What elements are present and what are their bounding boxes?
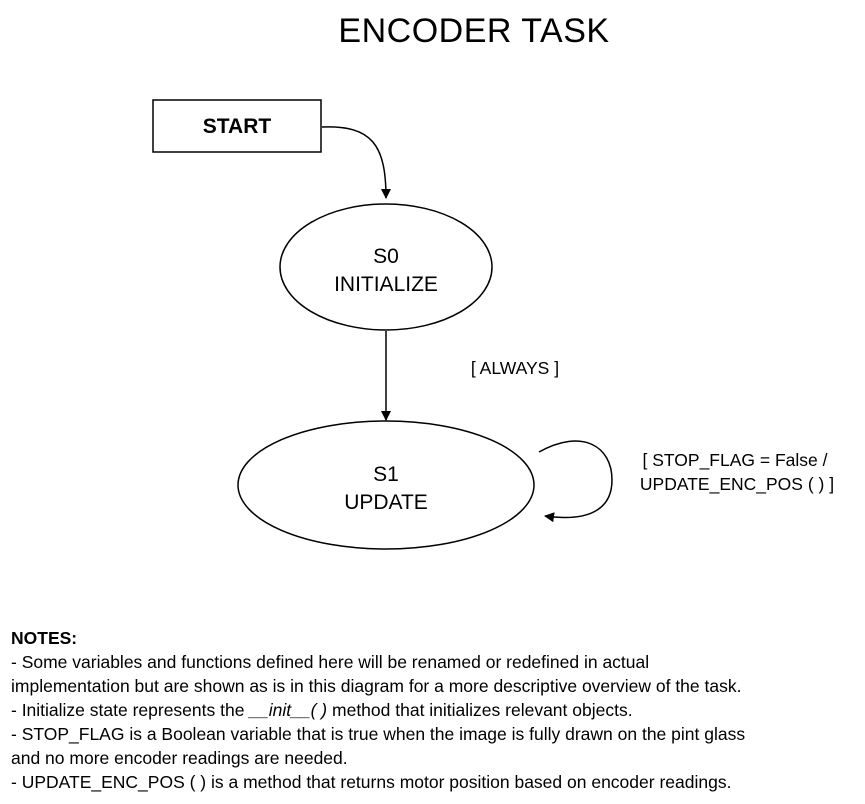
state-s1-name: UPDATE: [344, 491, 428, 514]
state-s0-name: INITIALIZE: [334, 273, 438, 296]
state-diagram: START S0 INITIALIZE [ ALWAYS ] S1 UPDATE…: [152, 99, 834, 550]
diagram-title: ENCODER TASK: [338, 12, 610, 50]
notes-section: NOTES: - Some variables and functions de…: [11, 626, 861, 794]
notes-heading: NOTES:: [11, 628, 78, 648]
self-loop-label-line1: [ STOP_FLAG = False /: [643, 450, 828, 471]
start-to-s0-arrow: [321, 126, 391, 199]
init-method-name: __init__( ): [249, 700, 328, 720]
note-line-1: - Some variables and functions defined h…: [11, 652, 650, 672]
state-s1: S1 UPDATE: [237, 420, 535, 550]
start-node: START: [152, 99, 322, 153]
note-line-5: and no more encoder readings are needed.: [11, 748, 348, 768]
state-s1-id: S1: [373, 463, 399, 486]
self-loop-label-line2: UPDATE_ENC_POS ( ) ]: [640, 474, 834, 495]
always-transition-label: [ ALWAYS ]: [471, 358, 559, 378]
note-line-3-post: method that initializes relevant objects…: [327, 700, 633, 720]
note-line-3-pre: - Initialize state represents the: [11, 700, 250, 720]
note-line-4: - STOP_FLAG is a Boolean variable that i…: [11, 724, 746, 744]
s1-self-loop-arrow: [538, 440, 613, 523]
state-s0: S0 INITIALIZE: [279, 203, 493, 331]
start-label: START: [203, 115, 272, 138]
note-line-2: implementation but are shown as is in th…: [11, 676, 742, 696]
note-line-3: - Initialize state represents the __init…: [11, 698, 861, 722]
state-s0-id: S0: [373, 245, 399, 268]
note-line-6: - UPDATE_ENC_POS ( ) is a method that re…: [11, 772, 732, 792]
